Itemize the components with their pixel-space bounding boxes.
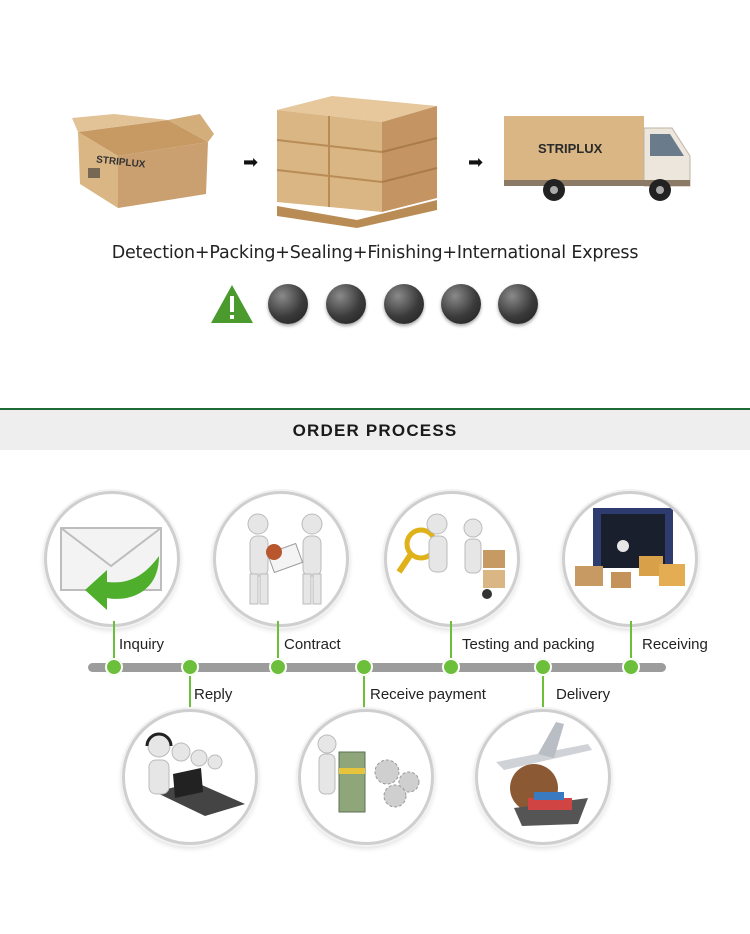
pallet-boxes-image [276, 96, 438, 228]
node-testing [442, 658, 460, 676]
contract-circle [213, 491, 349, 627]
node-reply [181, 658, 199, 676]
flow-arrow-2: ➡ [468, 152, 484, 173]
section-divider [0, 408, 750, 410]
handshake-icon [247, 513, 323, 605]
delivery-truck-image [504, 116, 691, 201]
open-box-image [72, 114, 214, 208]
arrows-down-icon [441, 284, 481, 324]
reply-circle [122, 709, 258, 845]
inquiry-circle [44, 491, 180, 627]
step-label-testing: Testing and packing [462, 636, 595, 653]
connector-contract [277, 621, 279, 666]
step-label-inquiry: Inquiry [119, 636, 165, 653]
stripes-icon [268, 284, 308, 324]
timeline-bar [88, 663, 666, 672]
connector-testing [450, 621, 452, 666]
packing-icon-row [208, 284, 548, 326]
step-label-receiving: Receiving [642, 636, 708, 653]
step-label-contract: Contract [284, 636, 341, 653]
node-contract [269, 658, 287, 676]
money-icon [317, 734, 420, 813]
testing-circle [384, 491, 520, 627]
step-label-payment: Receive payment [370, 686, 486, 703]
airplane-icon [496, 722, 592, 826]
connector-payment [363, 672, 365, 712]
packing-caption: Detection+Packing+Sealing+Finishing+Inte… [111, 243, 639, 263]
arrows-right-icon [326, 284, 366, 324]
node-receiving [622, 658, 640, 676]
headset-icon [145, 732, 245, 816]
envelope-icon [60, 527, 162, 610]
wave-layers-icon [384, 284, 424, 324]
connector-receiving [630, 621, 632, 666]
magnifier-icon [396, 513, 505, 599]
connector-inquiry [113, 621, 115, 666]
flow-arrow-1: ➡ [243, 152, 259, 173]
warning-icon [211, 285, 253, 323]
warehouse-icon [575, 508, 685, 588]
node-delivery [534, 658, 552, 676]
vertical-bars-icon [498, 284, 538, 324]
truck-brand: STRIPLUX [538, 141, 603, 156]
delivery-circle [475, 709, 611, 845]
connector-delivery [542, 672, 544, 712]
node-payment [355, 658, 373, 676]
receiving-circle [562, 491, 698, 627]
node-inquiry [105, 658, 123, 676]
connector-reply [189, 672, 191, 712]
step-label-reply: Reply [194, 686, 233, 703]
payment-circle [298, 709, 434, 845]
step-label-delivery: Delivery [556, 686, 611, 703]
section-title: ORDER PROCESS [292, 421, 458, 440]
section-header-bar [0, 410, 750, 450]
